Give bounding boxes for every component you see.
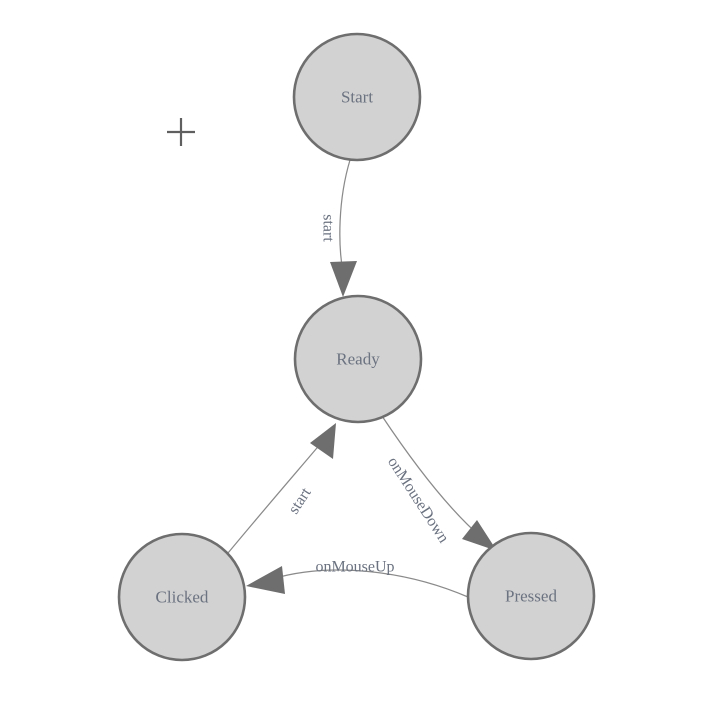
edge-label-start-to-ready: start [320, 214, 337, 242]
node-circle[interactable] [292, 32, 422, 162]
edge-start-to-ready[interactable]: start [320, 159, 358, 297]
edge-ready-to-pressed[interactable]: onMouseDown [381, 415, 497, 551]
node-circle[interactable] [117, 532, 247, 662]
node-circle[interactable] [466, 531, 596, 661]
edge-clicked-to-ready[interactable]: start [227, 423, 336, 554]
node-label-start: Start [341, 88, 373, 107]
edge-label-clicked-to-ready: start [285, 484, 315, 517]
arrow-head-icon [462, 520, 497, 551]
arrow-head-icon [246, 566, 285, 594]
node-label-pressed: Pressed [505, 587, 557, 606]
arrow-head-icon [310, 423, 336, 459]
node-clicked[interactable]: Clicked [117, 532, 247, 662]
edge-line [271, 569, 469, 598]
node-circle[interactable] [293, 294, 423, 424]
node-pressed[interactable]: Pressed [466, 531, 596, 661]
edge-label-pressed-to-clicked: onMouseUp [315, 559, 394, 576]
edge-line [227, 441, 323, 554]
arrow-head-icon [330, 261, 357, 297]
node-start[interactable]: Start [292, 32, 422, 162]
node-ready[interactable]: Ready [293, 294, 423, 424]
node-label-ready: Ready [336, 350, 380, 369]
edge-line [339, 159, 351, 273]
node-label-clicked: Clicked [156, 588, 209, 607]
edge-pressed-to-clicked[interactable]: onMouseUp [246, 559, 469, 598]
plus-marker-icon[interactable] [167, 118, 195, 146]
